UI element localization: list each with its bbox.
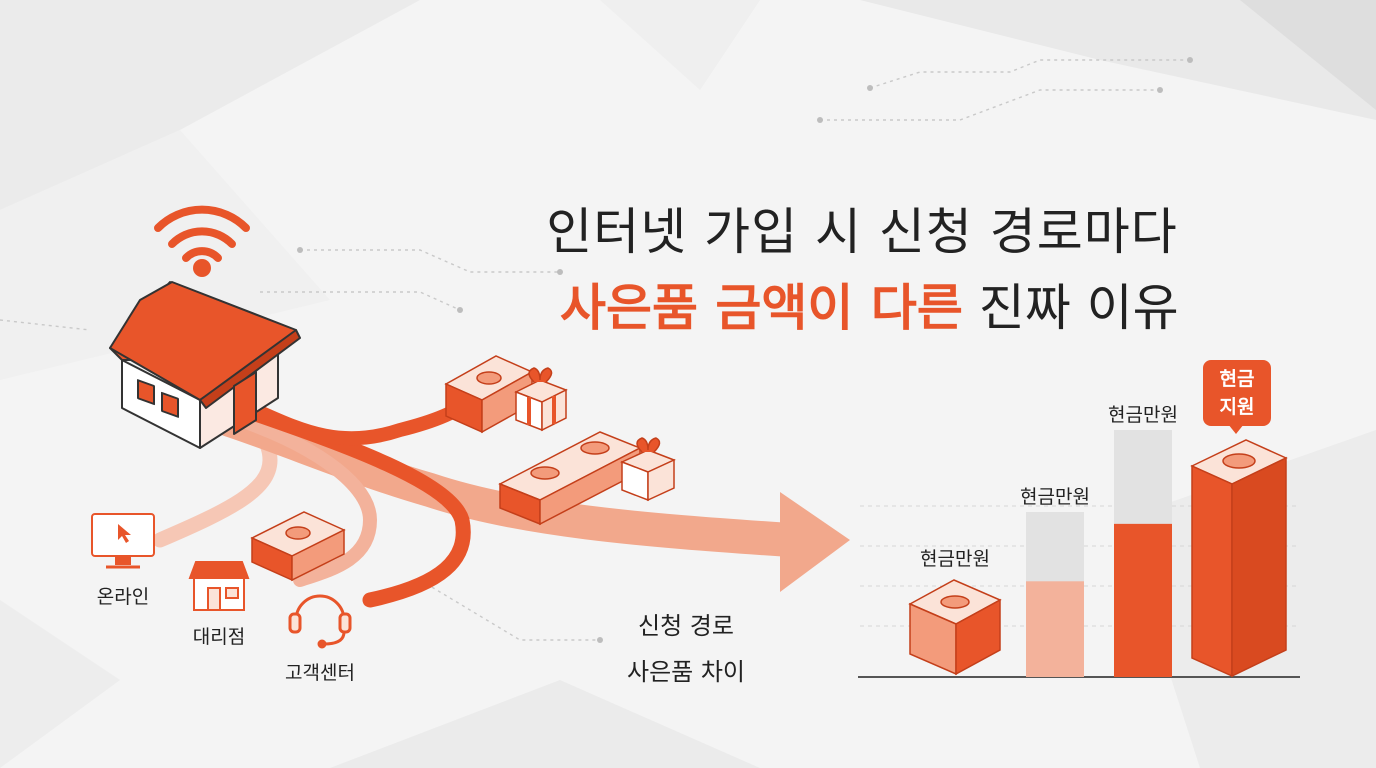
network-lines <box>0 59 1190 641</box>
wifi-icon <box>154 205 250 262</box>
bar-3-fill <box>1114 523 1172 677</box>
headline-rest: 진짜 이유 <box>978 279 1179 337</box>
monitor-icon <box>91 513 155 569</box>
channel-label-store: 대리점 <box>192 626 246 648</box>
cash-support-tag: 현금 지원 <box>1203 360 1271 426</box>
gift-icon-middle <box>620 437 676 502</box>
cash-stack-bottom <box>250 511 346 582</box>
bar-1-cash-stack <box>908 579 1002 676</box>
tag-line-1: 현금 <box>1219 368 1255 390</box>
bar-1-label: 현금만원 <box>920 548 990 570</box>
cash-stack-middle <box>498 431 642 526</box>
bar-2-fill <box>1026 581 1084 677</box>
headline-line-2: 사은품 금액이 다른 진짜 이유 <box>560 268 1320 340</box>
cash-stack-top <box>444 355 534 434</box>
tag-pointer <box>1228 424 1244 434</box>
house-icon <box>109 281 301 449</box>
tag-line-2: 지원 <box>1219 396 1255 418</box>
channel-label-online: 온라인 <box>96 586 150 608</box>
store-icon <box>188 561 250 611</box>
bar-2-label: 현금만원 <box>1020 486 1090 508</box>
bar-4-cash-stack <box>1190 439 1288 678</box>
network-dots <box>297 57 1193 643</box>
channel-label-callcenter: 고객센터 <box>285 662 355 684</box>
headset-icon <box>288 594 352 649</box>
flow-arrowhead <box>780 492 850 592</box>
headline-line-1: 인터넷 가입 시 신청 경로마다 <box>546 203 1178 261</box>
gift-icon-top <box>514 367 568 432</box>
caption-line-2: 사은품 차이 <box>626 658 746 686</box>
caption-line-1: 신청 경로 <box>638 612 734 640</box>
wifi-dot <box>193 259 211 277</box>
bar-3-label: 현금만원 <box>1108 404 1178 426</box>
headline-highlight: 사은품 금액이 다른 <box>560 279 963 337</box>
flow-paths <box>152 393 807 608</box>
